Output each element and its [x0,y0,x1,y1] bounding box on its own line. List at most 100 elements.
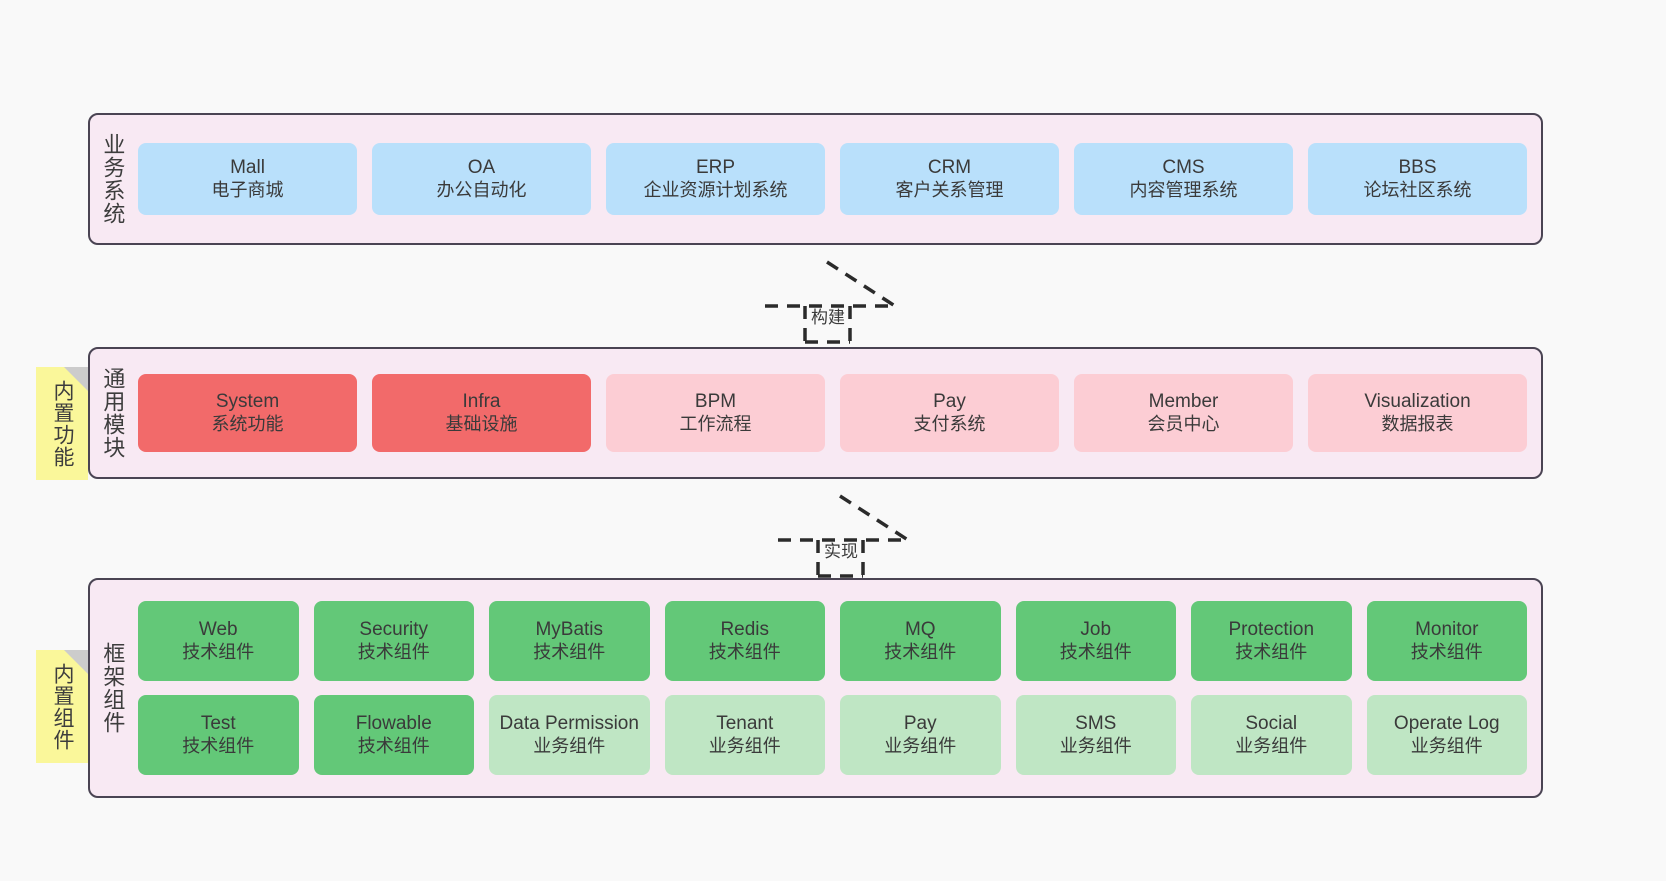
node-sms[interactable]: SMS 业务组件 [1015,695,1176,775]
node-subtitle: 会员中心 [1147,413,1220,434]
node-title: Redis [720,619,770,641]
node-job[interactable]: Job 技术组件 [1015,601,1176,681]
node-subtitle: 基础设施 [445,413,518,434]
node-system[interactable]: System 系统功能 [138,374,357,452]
node-erp[interactable]: ERP 企业资源计划系统 [606,143,825,215]
note-label: 内置组件 [50,662,74,751]
layer-title-common-modules: 通用模块 [100,367,126,459]
connector-build: 构建 [755,258,905,344]
node-subtitle: 业务组件 [708,735,781,756]
node-subtitle: 系统功能 [211,413,284,434]
layer-framework-components: 框架组件 Web 技术组件 Security 技术组件 MyBatis 技术组件… [88,578,1543,798]
node-data-permission[interactable]: Data Permission 业务组件 [489,695,650,775]
node-subtitle: 内容管理系统 [1129,179,1238,200]
connector-implement: 实现 [768,492,918,578]
node-title: Tenant [716,713,774,735]
node-title: Visualization [1364,391,1471,413]
node-title: SMS [1075,713,1117,735]
node-tenant[interactable]: Tenant 业务组件 [664,695,825,775]
node-title: MQ [904,619,936,641]
node-title: MyBatis [535,619,604,641]
node-title: Mall [230,157,265,179]
node-mybatis[interactable]: MyBatis 技术组件 [489,601,650,681]
node-title: Operate Log [1393,713,1500,735]
node-subtitle: 业务组件 [533,735,606,756]
node-row: Mall 电子商城 OA 办公自动化 ERP 企业资源计划系统 CRM 客户关系… [138,143,1527,215]
node-title: BBS [1398,157,1437,179]
node-title: Member [1148,391,1219,413]
node-title: Job [1080,619,1112,641]
node-pay-business[interactable]: Pay 业务组件 [840,695,1001,775]
node-infra[interactable]: Infra 基础设施 [372,374,591,452]
layer-body-common-modules: System 系统功能 Infra 基础设施 BPM 工作流程 Pay 支付系统… [134,349,1541,477]
note-fold-corner-icon [64,650,88,674]
note-builtin-components: 内置组件 [36,650,88,763]
node-title: CMS [1162,157,1205,179]
note-builtin-features: 内置功能 [36,367,88,480]
node-social[interactable]: Social 业务组件 [1191,695,1352,775]
node-monitor[interactable]: Monitor 技术组件 [1366,601,1527,681]
node-title: Pay [933,391,966,413]
node-member[interactable]: Member 会员中心 [1074,374,1293,452]
build-arrow-icon [759,260,901,344]
node-subtitle: 业务组件 [884,735,957,756]
node-subtitle: 技术组件 [357,641,430,662]
node-title: Infra [462,391,501,413]
node-title: Flowable [355,713,432,735]
node-subtitle: 工作流程 [679,413,752,434]
node-subtitle: 企业资源计划系统 [643,179,788,200]
node-subtitle: 技术组件 [1059,641,1132,662]
node-title: CRM [927,157,972,179]
node-security[interactable]: Security 技术组件 [313,601,474,681]
node-cms[interactable]: CMS 内容管理系统 [1074,143,1293,215]
layer-title-framework-components: 框架组件 [100,642,126,734]
node-title: ERP [695,157,736,179]
node-title: Test [200,713,236,735]
layer-body-business-systems: Mall 电子商城 OA 办公自动化 ERP 企业资源计划系统 CRM 客户关系… [134,115,1541,243]
node-subtitle: 技术组件 [357,735,430,756]
node-redis[interactable]: Redis 技术组件 [664,601,825,681]
node-subtitle: 技术组件 [1235,641,1308,662]
node-subtitle: 技术组件 [533,641,606,662]
layer-body-framework-components: Web 技术组件 Security 技术组件 MyBatis 技术组件 Redi… [134,580,1541,796]
node-subtitle: 数据报表 [1381,413,1454,434]
node-subtitle: 客户关系管理 [895,179,1004,200]
node-row: Test 技术组件 Flowable 技术组件 Data Permission … [138,695,1527,775]
node-mq[interactable]: MQ 技术组件 [840,601,1001,681]
node-subtitle: 论坛社区系统 [1363,179,1472,200]
node-oa[interactable]: OA 办公自动化 [372,143,591,215]
node-pay[interactable]: Pay 支付系统 [840,374,1059,452]
connector-label: 实现 [824,542,858,561]
node-title: Monitor [1415,619,1479,641]
node-operate-log[interactable]: Operate Log 业务组件 [1366,695,1527,775]
node-flowable[interactable]: Flowable 技术组件 [313,695,474,775]
node-title: Protection [1228,619,1315,641]
node-bbs[interactable]: BBS 论坛社区系统 [1308,143,1527,215]
connector-label: 构建 [811,308,845,327]
node-title: Web [198,619,238,641]
implement-arrow-icon [772,494,914,578]
node-title: Data Permission [499,713,639,735]
node-subtitle: 电子商城 [211,179,284,200]
node-title: Security [359,619,429,641]
node-protection[interactable]: Protection 技术组件 [1191,601,1352,681]
layer-business-systems: 业务系统 Mall 电子商城 OA 办公自动化 ERP 企业资源计划系统 CRM [88,113,1543,245]
layer-common-modules: 通用模块 System 系统功能 Infra 基础设施 BPM 工作流程 Pay [88,347,1543,479]
node-row: Web 技术组件 Security 技术组件 MyBatis 技术组件 Redi… [138,601,1527,681]
node-subtitle: 业务组件 [1410,735,1483,756]
node-title: Pay [903,713,937,735]
note-fold-corner-icon [64,367,88,391]
node-crm[interactable]: CRM 客户关系管理 [840,143,1059,215]
node-title: System [215,391,280,413]
node-subtitle: 技术组件 [708,641,781,662]
node-visualization[interactable]: Visualization 数据报表 [1308,374,1527,452]
node-bpm[interactable]: BPM 工作流程 [606,374,825,452]
node-title: BPM [694,391,737,413]
node-title: Social [1245,713,1298,735]
node-web[interactable]: Web 技术组件 [138,601,299,681]
node-subtitle: 业务组件 [1059,735,1132,756]
node-test[interactable]: Test 技术组件 [138,695,299,775]
node-subtitle: 技术组件 [884,641,957,662]
node-mall[interactable]: Mall 电子商城 [138,143,357,215]
